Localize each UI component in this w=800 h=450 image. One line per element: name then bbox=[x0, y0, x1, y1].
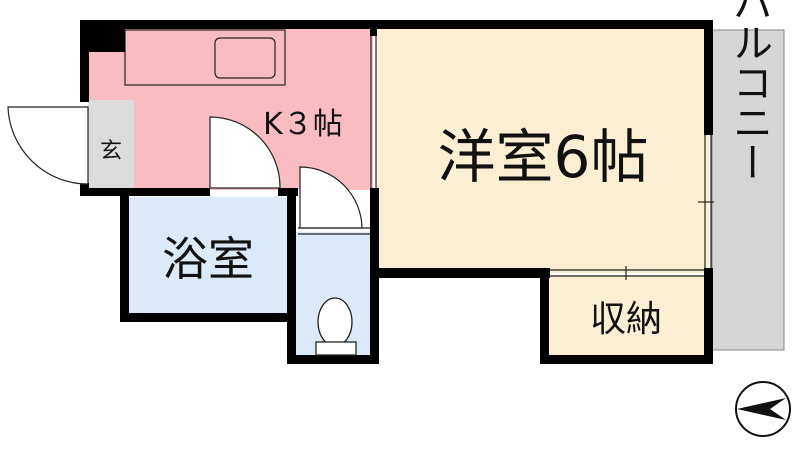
balcony-area bbox=[711, 29, 785, 351]
bath-label: 浴室 bbox=[162, 232, 254, 286]
walls bbox=[80, 20, 713, 364]
door-lines bbox=[298, 36, 714, 280]
kitchen-sink bbox=[214, 37, 276, 79]
kitchen-counter bbox=[124, 29, 286, 86]
balcony-label: バルコニー bbox=[726, 0, 772, 182]
entrance-label: 玄 bbox=[100, 139, 122, 164]
storage-area bbox=[543, 275, 709, 355]
toilet-icon bbox=[315, 297, 357, 356]
kitchen-label: K３帖 bbox=[263, 107, 343, 142]
entrance-area bbox=[88, 100, 134, 192]
north-arrow-icon bbox=[735, 381, 791, 437]
swing-doors bbox=[7, 106, 363, 229]
bath-area bbox=[126, 197, 290, 315]
western-room-area bbox=[376, 28, 709, 273]
storage-label: 収納 bbox=[590, 299, 662, 340]
western-room-label: 洋室6帖 bbox=[438, 123, 649, 191]
